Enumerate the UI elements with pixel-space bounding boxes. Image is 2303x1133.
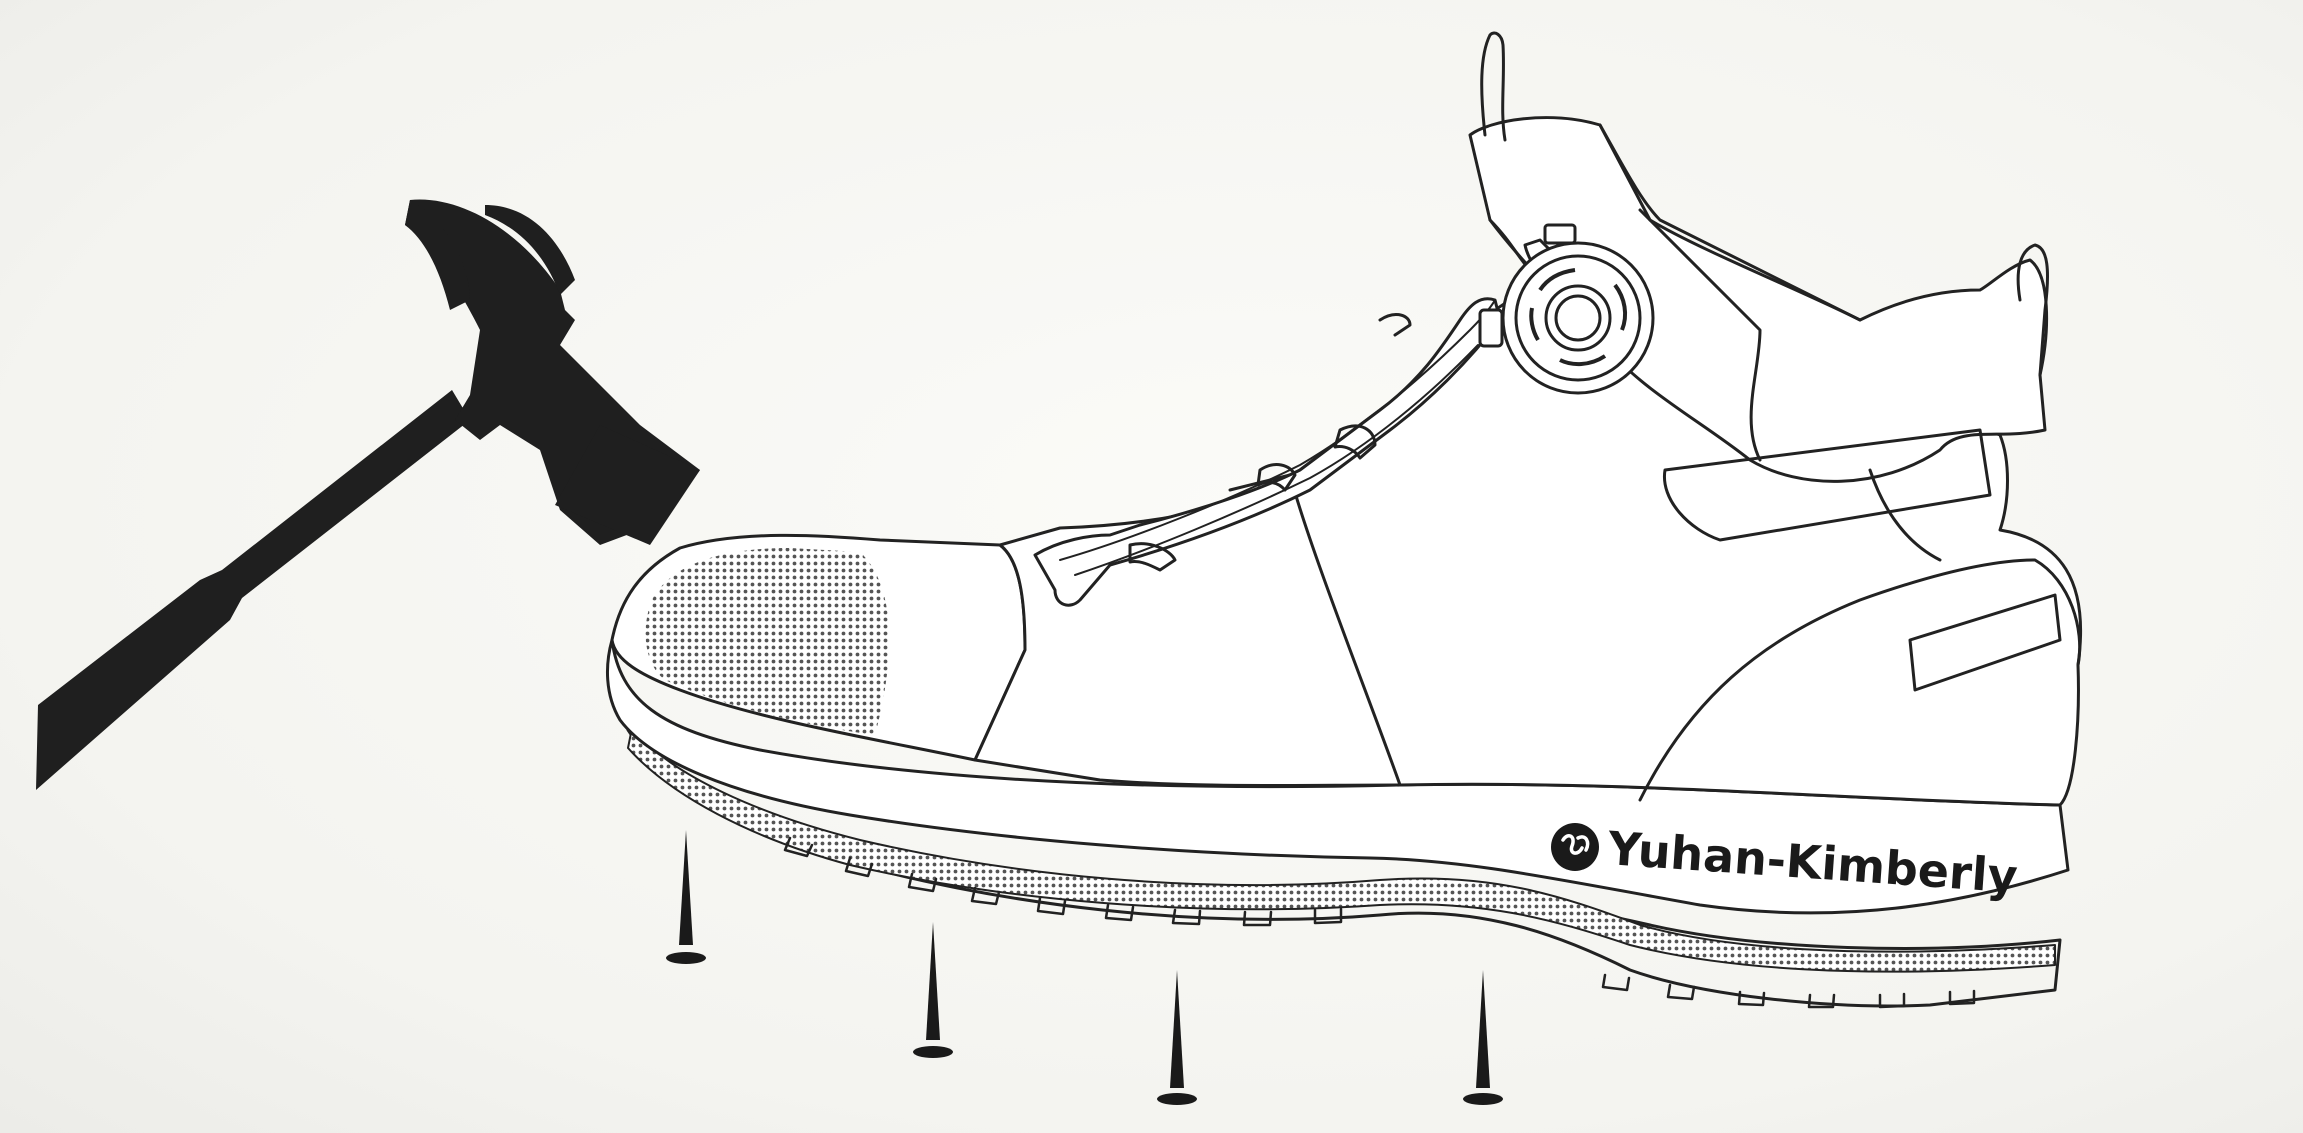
hammer-icon bbox=[36, 199, 700, 790]
boa-dial-icon bbox=[1478, 223, 1655, 395]
yuhan-kimberly-logo-icon bbox=[1551, 823, 1599, 871]
toe-stipple bbox=[645, 548, 890, 735]
safety-boot bbox=[605, 31, 2083, 1009]
midsole-band bbox=[627, 727, 2056, 973]
nails bbox=[666, 830, 1503, 1105]
sole-lugs bbox=[783, 836, 1976, 1009]
rear-pull-loop bbox=[2016, 243, 2050, 377]
collar bbox=[1468, 116, 2049, 483]
heel-counter bbox=[1638, 558, 2082, 802]
heel-pull-window bbox=[1908, 593, 2062, 692]
nail-icon bbox=[666, 830, 706, 964]
nail-icon bbox=[1157, 970, 1197, 1105]
nail-icon bbox=[913, 922, 953, 1058]
front-pull-loop bbox=[1480, 31, 1507, 142]
lace-cable-2 bbox=[1074, 344, 1479, 576]
midsole-wall bbox=[605, 638, 2070, 915]
nail-icon bbox=[1463, 970, 1503, 1105]
